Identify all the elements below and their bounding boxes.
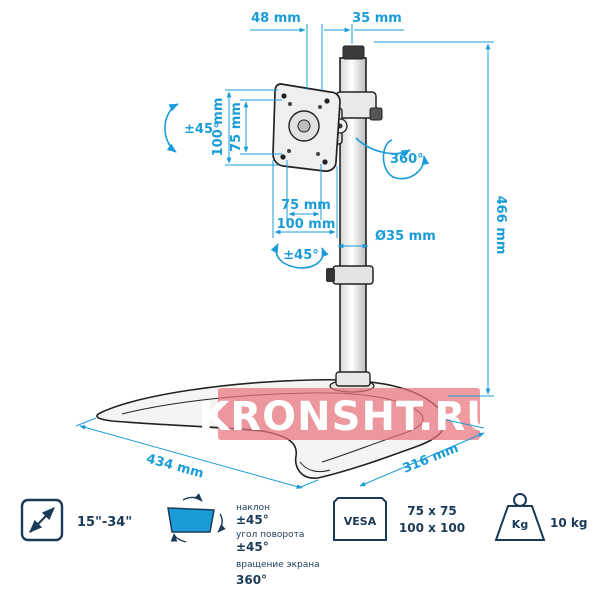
screen-size-value: 15"-34": [77, 515, 132, 530]
rotation-value: 360°: [236, 573, 267, 587]
dim-vesa-width-100: 100 mm: [277, 217, 336, 232]
dim-vesa-height-100: 100 mm: [211, 98, 226, 157]
swivel-label: угол поворота: [236, 530, 304, 540]
weight-icon: [494, 493, 546, 541]
spec-angles: наклон ±45° угол поворота ±45° вращение …: [167, 493, 320, 587]
tilt-label: наклон: [236, 503, 270, 513]
weight-value: 10 kg: [550, 516, 587, 530]
vesa-icon: [333, 497, 387, 541]
spec-screen-size: 15"-34": [20, 498, 132, 542]
vesa-plate: [272, 83, 341, 172]
weight-badge: Kg: [512, 518, 528, 531]
screen-angles-icon: [167, 493, 226, 543]
dim-plate-offset: 48 mm: [251, 11, 301, 26]
dim-base-length: 434 mm: [145, 452, 206, 482]
spec-weight: Kg 10 kg: [494, 493, 587, 541]
dim-tilt-angle: ±45°: [184, 122, 219, 137]
vesa-value-1: 75 x 75: [407, 504, 457, 518]
screen-size-icon: [20, 498, 64, 542]
dim-pole-diameter: Ø35 mm: [375, 229, 436, 244]
dim-vesa-width-75: 75 mm: [281, 198, 331, 213]
dim-vesa-height-75: 75 mm: [229, 102, 244, 152]
dim-rotation-angle: 360°: [390, 152, 424, 167]
vesa-value-2: 100 x 100: [399, 521, 465, 535]
swivel-value: ±45°: [236, 540, 269, 554]
rotation-label: вращение экрана: [236, 560, 320, 570]
dim-swivel-angle: ±45°: [283, 248, 318, 263]
dim-total-height: 466 mm: [493, 196, 508, 255]
watermark-text: KRONSHT.RU: [198, 394, 499, 440]
tilt-value: ±45°: [236, 513, 269, 527]
vesa-badge: VESA: [344, 515, 377, 528]
rotation-arrows: [164, 103, 430, 269]
dimension-lines: [75, 24, 494, 489]
dim-clamp-offset: 35 mm: [352, 11, 402, 26]
spec-vesa: VESA 75 x 75 100 x 100: [333, 497, 465, 541]
